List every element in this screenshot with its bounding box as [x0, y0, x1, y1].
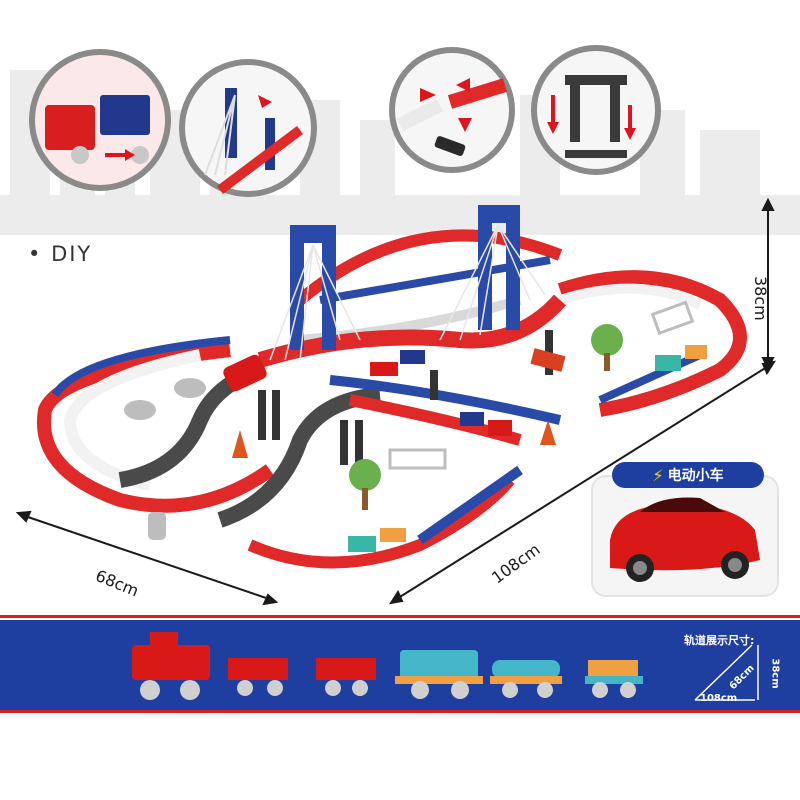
- mini-height-label: 38cm: [769, 658, 781, 689]
- mini-dimension-diagram: [694, 644, 759, 701]
- diy-label: • DIY: [28, 242, 93, 266]
- track-vehicles: [223, 345, 707, 552]
- diy-text: DIY: [51, 242, 93, 266]
- lightning-icon: ⚡: [652, 465, 664, 485]
- tank-car-teal: [490, 660, 562, 698]
- inset-bridge-assembly: [179, 59, 317, 197]
- engine-teal: [395, 650, 483, 699]
- bottom-band: [0, 615, 800, 713]
- inset-track-joint: [389, 47, 515, 173]
- electric-car-text: 电动小车: [667, 468, 724, 484]
- scenery-props: [124, 300, 695, 540]
- cargo-car-orange: [585, 660, 643, 698]
- dimension-arrows: [15, 197, 777, 606]
- electric-car-badge: ⚡ 电动小车: [612, 462, 764, 488]
- wheel-car-red: [316, 658, 376, 696]
- engine-red: [132, 632, 210, 700]
- electric-car-panel: [591, 475, 779, 597]
- inset-engine-coupling: [29, 49, 171, 191]
- track-set: [36, 205, 747, 569]
- height-label: 38cm: [751, 276, 770, 321]
- mini-length-label: 108cm: [700, 693, 738, 704]
- cargo-car-red: [228, 658, 288, 696]
- track-size-title: 轨道展示尺寸:: [684, 634, 755, 647]
- inset-pillar: [531, 45, 661, 175]
